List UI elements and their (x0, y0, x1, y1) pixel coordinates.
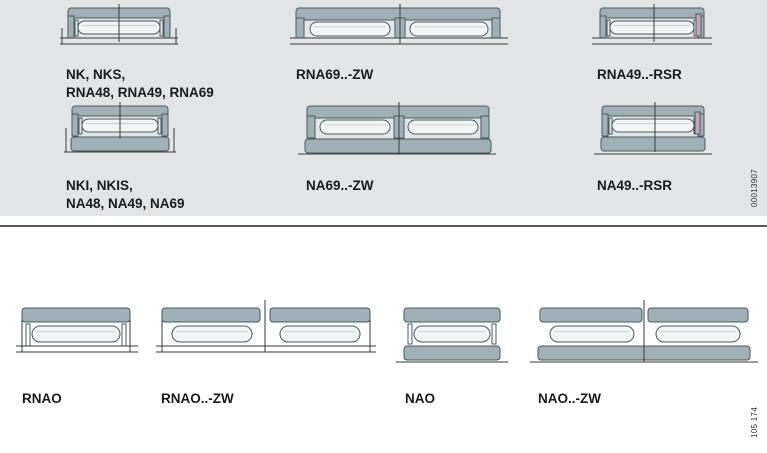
bearing-na49rsr-flange-left (601, 113, 609, 137)
nao-roller (413, 325, 491, 343)
na69zw-flange-left (306, 115, 316, 139)
label-nki-series: NKI, NKIS, NA48, NA49, NA69 (66, 178, 185, 211)
bearing-nk-cage-right (159, 19, 164, 37)
bearing-nk-flange-right (163, 15, 171, 39)
rnao-cage-left (25, 323, 31, 347)
label-nao: NAO (405, 391, 435, 406)
na69zw-flange-right (480, 115, 490, 139)
rna49rsr-seal (695, 13, 702, 37)
bearing-nki-inner-ring (70, 136, 170, 152)
label-na49-rsr: NA49..-RSR (597, 178, 673, 193)
rnao-roller (31, 325, 121, 343)
figure-code-top: 00013907 (750, 169, 759, 207)
bearing-rna49rsr-flange-left (599, 15, 607, 39)
bearing-nk-cage-left (74, 19, 79, 37)
nao-inner-ring (403, 345, 501, 361)
bearing-rna49rsr-roller (609, 20, 695, 35)
bearing-nki-cage-left (78, 117, 83, 135)
bearing-nki-flange-right (161, 113, 169, 137)
na49rsr-seal (694, 111, 701, 135)
rna69zw-roller-right (409, 21, 489, 37)
na69zw-roller-right (407, 119, 479, 135)
rnaozw-outer-ring-right (269, 307, 371, 323)
bearing-rna49rsr-outer-ring (599, 7, 705, 19)
bearing-na49rsr-cage-left (608, 117, 613, 135)
label-nk-series: NK, NKS, RNA48, RNA49, RNA69 (66, 67, 214, 100)
na69zw-roller-left (319, 119, 391, 135)
bearing-nk-flange-left (67, 15, 75, 39)
rnaozw-outer-ring-left (161, 307, 261, 323)
rna69zw-flange-right (491, 17, 501, 39)
naozw-outer-ring-right (647, 307, 749, 323)
rna69zw-flange-left (295, 17, 305, 39)
rna69zw-roller-left (309, 21, 391, 37)
nao-cage-left (407, 323, 413, 345)
naozw-outer-ring-left (539, 307, 643, 323)
na69zw-inner-ring (304, 138, 492, 154)
bearing-na49rsr-roller (611, 118, 695, 133)
bearing-nki-flange-left (71, 113, 79, 137)
label-rnao: RNAO (22, 391, 62, 406)
nao-outer-ring (403, 307, 501, 323)
bearing-na49rsr-inner-ring (600, 136, 706, 152)
label-rna49-rsr: RNA49..-RSR (597, 67, 682, 82)
bearing-nki-cage-right (157, 117, 162, 135)
rnao-outer-ring (21, 307, 131, 323)
bearing-rna49rsr-cage-left (606, 19, 611, 37)
naozw-roller-right (655, 325, 741, 343)
rnao-cage-right (121, 323, 127, 347)
naozw-roller-left (549, 325, 635, 343)
rnaozw-roller-right (279, 325, 361, 343)
label-rna69-zw: RNA69..-ZW (296, 67, 374, 82)
label-rnao-zw: RNAO..-ZW (161, 391, 234, 406)
bearing-na49rsr-outer-ring (601, 105, 705, 117)
figure-code-bottom: 105 174 (750, 406, 759, 438)
label-na69-zw: NA69..-ZW (306, 178, 374, 193)
rnaozw-roller-left (171, 325, 253, 343)
label-nao-zw: NAO..-ZW (538, 391, 601, 406)
nao-cage-right (491, 323, 497, 345)
panel-divider (0, 225, 767, 227)
